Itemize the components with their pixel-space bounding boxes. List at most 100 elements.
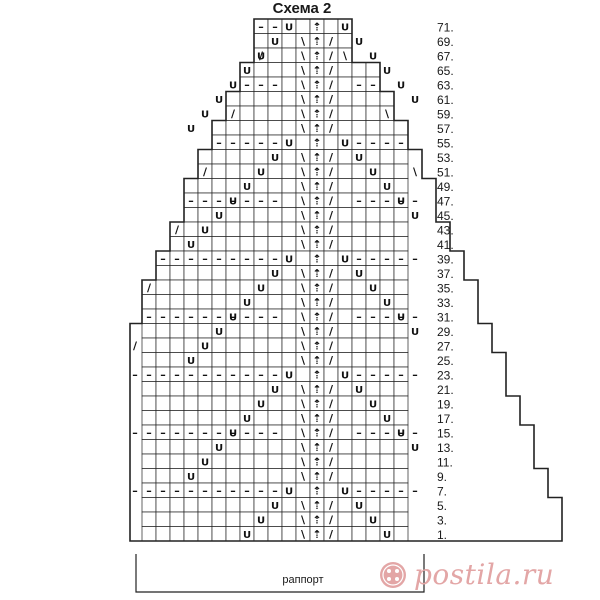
chart-cell	[365, 236, 381, 252]
chart-cell	[141, 511, 157, 527]
chart-cell	[281, 526, 297, 542]
purl-symbol: –	[258, 20, 264, 33]
chart-cell	[197, 294, 213, 310]
chart-cell	[337, 497, 353, 513]
row-number: 21.	[437, 383, 454, 397]
chart-cell	[281, 120, 297, 136]
row-number: 31.	[437, 311, 454, 325]
purl-symbol: –	[412, 368, 418, 381]
purl-symbol: –	[370, 484, 376, 497]
chart-cell	[351, 236, 367, 252]
decrease-symbol: \	[301, 151, 306, 164]
chart-cell	[393, 120, 409, 136]
purl-symbol: –	[258, 194, 264, 207]
purl-symbol: –	[160, 484, 166, 497]
decrease-symbol: \	[301, 383, 306, 396]
chart-cell	[239, 265, 255, 281]
chart-cell	[337, 468, 353, 484]
chart-cell	[225, 294, 241, 310]
chart-cell	[197, 323, 213, 339]
yarn-over-symbol: U	[243, 182, 251, 193]
purl-symbol: –	[398, 310, 404, 323]
chart-cell	[379, 236, 395, 252]
chart-cell	[225, 526, 241, 542]
double-decrease-symbol: ⇡	[312, 180, 321, 193]
purl-symbol: –	[202, 484, 208, 497]
yarn-over-symbol: U	[215, 211, 223, 222]
diagram-title: Схема 2	[272, 0, 332, 17]
chart-cell	[253, 105, 269, 121]
decrease-symbol: \	[301, 513, 306, 526]
double-decrease-symbol: ⇡	[312, 325, 321, 338]
double-decrease-symbol: ⇡	[312, 426, 321, 439]
double-decrease-symbol: ⇡	[312, 209, 321, 222]
purl-symbol: –	[146, 426, 152, 439]
chart-cell	[225, 381, 241, 397]
double-decrease-symbol: ⇡	[312, 136, 321, 149]
chart-cell	[211, 526, 227, 542]
chart-cell	[211, 352, 227, 368]
yarn-over-symbol: U	[187, 240, 195, 251]
purl-symbol: –	[272, 20, 278, 33]
row-number: 9.	[437, 470, 447, 484]
chart-cell	[169, 352, 185, 368]
chart-cell	[183, 323, 199, 339]
row-number: 45.	[437, 209, 454, 223]
yarn-over-symbol: U	[187, 356, 195, 367]
chart-cell	[393, 279, 409, 295]
purl-symbol: –	[174, 252, 180, 265]
purl-symbol: –	[132, 484, 138, 497]
repeat-label: раппорт	[282, 574, 324, 586]
purl-symbol: –	[230, 194, 236, 207]
chart-cell	[351, 511, 367, 527]
chart-cell	[253, 62, 269, 78]
chart-cell	[141, 453, 157, 469]
chart-cell	[393, 236, 409, 252]
yarn-over-symbol: U	[411, 95, 419, 106]
chart-cell	[337, 149, 353, 165]
chart-cell	[225, 337, 241, 353]
decrease-symbol: /	[329, 238, 334, 251]
chart-cell	[323, 134, 339, 150]
yarn-over-symbol: U	[271, 501, 279, 512]
chart-cell	[267, 105, 283, 121]
purl-symbol: –	[174, 310, 180, 323]
chart-cell	[253, 120, 269, 136]
row-number: 53.	[437, 151, 454, 165]
chart-cell	[323, 366, 339, 382]
yarn-over-symbol: U	[355, 269, 363, 280]
decrease-symbol: /	[329, 339, 334, 352]
chart-cell	[295, 134, 311, 150]
double-decrease-symbol: ⇡	[312, 383, 321, 396]
yarn-over-symbol: U	[383, 530, 391, 541]
purl-symbol: –	[272, 194, 278, 207]
chart-cell	[323, 250, 339, 266]
chart-cell	[337, 33, 353, 49]
chart-cell	[155, 265, 171, 281]
yarn-over-symbol: U	[285, 486, 293, 497]
chart-cell	[155, 497, 171, 513]
yarn-over-symbol: U	[369, 167, 377, 178]
chart-cell	[169, 265, 185, 281]
chart-cell	[239, 236, 255, 252]
chart-cell	[197, 439, 213, 455]
yarn-over-symbol: U	[229, 196, 237, 207]
chart-cell	[239, 511, 255, 527]
purl-symbol: –	[398, 484, 404, 497]
chart-cell	[393, 511, 409, 527]
yarn-over-symbol: U	[369, 51, 377, 62]
chart-cell	[379, 511, 395, 527]
double-decrease-symbol: ⇡	[312, 470, 321, 483]
row-number: 39.	[437, 253, 454, 267]
chart-cell	[211, 120, 227, 136]
chart-cell	[225, 497, 241, 513]
chart-cell	[239, 221, 255, 237]
chart-cell	[281, 178, 297, 194]
chart-cell	[197, 468, 213, 484]
chart-cell	[239, 105, 255, 121]
chart-cell	[267, 47, 283, 63]
chart-cell	[183, 207, 199, 223]
yarn-over-symbol: U	[285, 22, 293, 33]
purl-symbol: –	[258, 368, 264, 381]
